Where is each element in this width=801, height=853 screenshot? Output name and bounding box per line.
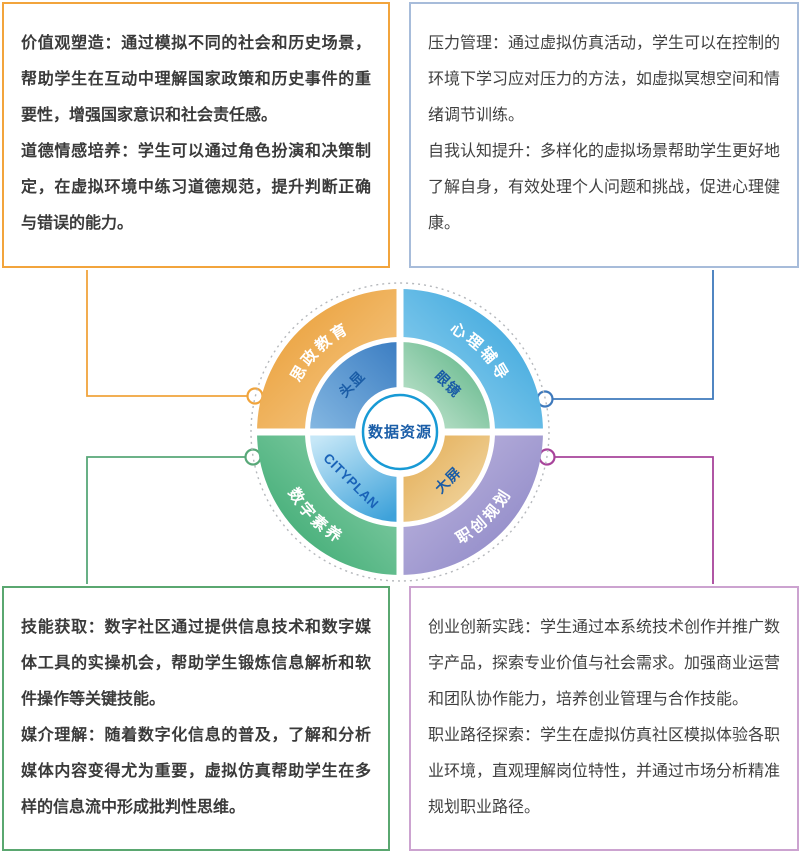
inner-segment-bottom-right: [400, 432, 490, 522]
center-hub-label: 数据资源: [368, 423, 432, 441]
center-hub-ring: [361, 393, 439, 471]
outer-segment-bottom-left: [257, 432, 400, 575]
outer-segment-bottom-right: [400, 432, 543, 575]
wheel-diagram: 数据资源 思政教育 心理辅导 数字素养 职创规划 头显 眼镜 CITYPLAN …: [250, 282, 550, 582]
info-box-top-left: 价值观塑造：通过模拟不同的社会和历史场景，帮助学生在互动中理解国家政策和历史事件…: [2, 2, 390, 268]
info-box-bottom-right: 创业创新实践：学生通过本系统技术创作并推广数字产品，探索专业价值与社会需求。加强…: [409, 586, 799, 851]
paragraph-values-shaping: 价值观塑造：通过模拟不同的社会和历史场景，帮助学生在互动中理解国家政策和历史事件…: [21, 35, 371, 124]
connector-line-bottom-left: [86, 456, 245, 584]
paragraph-entrepreneurship: 创业创新实践：学生通过本系统技术创作并推广数字产品，探索专业价值与社会需求。加强…: [428, 619, 781, 708]
connector-line-bottom-right: [555, 456, 714, 584]
paragraph-skill-acquisition: 技能获取：数字社区通过提供信息技术和数字媒体工具的实操机会，帮助学生锻炼信息解析…: [21, 619, 371, 708]
inner-segment-bottom-left: [310, 432, 400, 522]
info-box-bottom-left: 技能获取：数字社区通过提供信息技术和数字媒体工具的实操机会，帮助学生锻炼信息解析…: [2, 586, 390, 851]
paragraph-stress-management: 压力管理：通过虚拟仿真活动，学生可以在控制的环境下学习应对压力的方法，如虚拟冥想…: [428, 35, 781, 124]
info-box-top-right: 压力管理：通过虚拟仿真活动，学生可以在控制的环境下学习应对压力的方法，如虚拟冥想…: [409, 2, 799, 268]
inner-segment-top-right: [400, 342, 490, 432]
inner-segment-top-left: [310, 342, 400, 432]
connector-line-top-right: [553, 270, 714, 400]
paragraph-media-literacy: 媒介理解：随着数字化信息的普及，了解和分析媒体内容变得尤为重要，虚拟仿真帮助学生…: [21, 727, 371, 816]
connector-line-top-left: [86, 270, 247, 397]
paragraph-moral-emotion: 道德情感培养：学生可以通过角色扮演和决策制定，在虚拟环境中练习道德规范，提升判断…: [21, 143, 371, 232]
paragraph-career-path: 职业路径探索：学生在虚拟仿真社区模拟体验各职业环境，直观理解岗位特性，并通过市场…: [428, 727, 781, 816]
paragraph-self-awareness: 自我认知提升：多样化的虚拟场景帮助学生更好地了解自身，有效处理个人问题和挑战，促…: [428, 143, 781, 232]
dashed-outline-circle: [250, 282, 550, 582]
outer-segment-top-left: [257, 289, 400, 432]
outer-segment-top-right: [400, 289, 543, 432]
